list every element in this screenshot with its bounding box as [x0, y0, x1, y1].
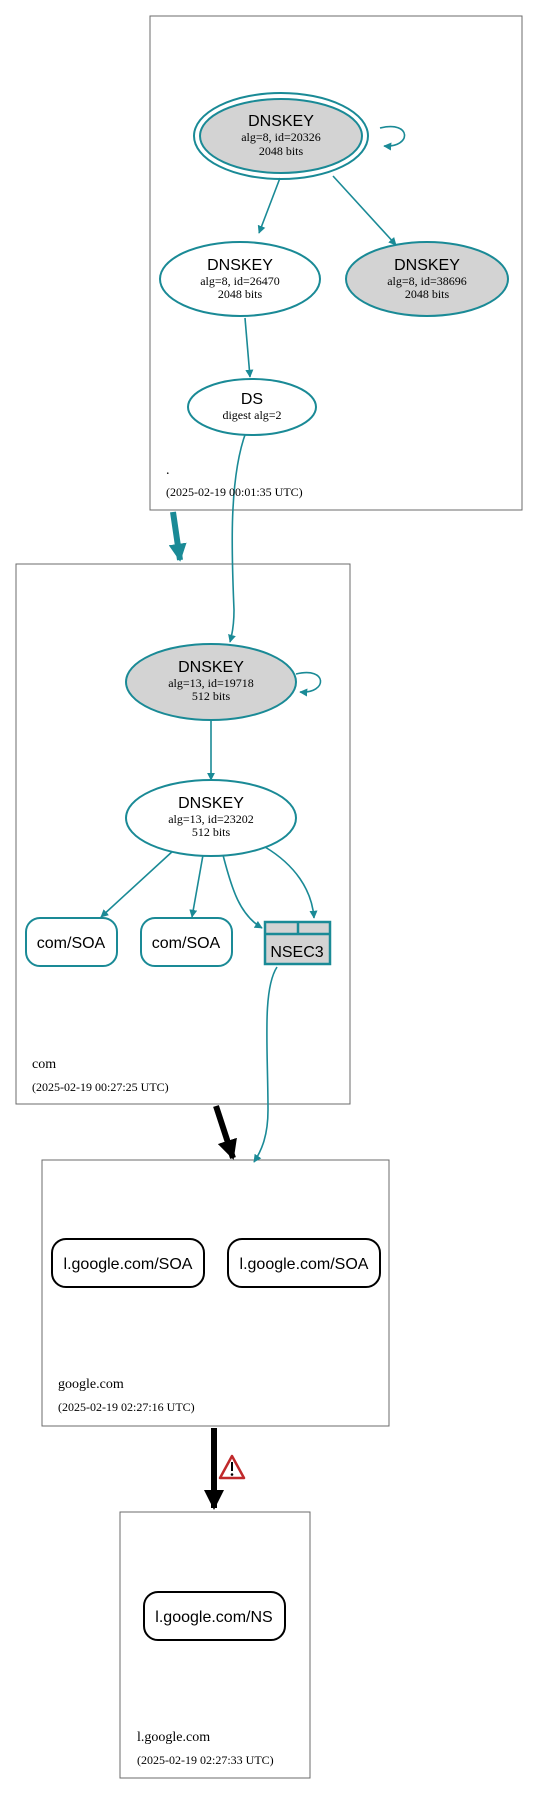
- zone-lgoogle-name: l.google.com: [137, 1730, 210, 1745]
- edge-ds-com-ksk: [228, 431, 247, 643]
- com-ksk-alg: alg=13, id=19718: [168, 676, 254, 690]
- zone-google-timestamp: (2025-02-19 02:27:16 UTC): [58, 1400, 195, 1414]
- edge-root-ksk-zsk1: [257, 177, 281, 234]
- root-zsk2-bits: 2048 bits: [405, 287, 450, 301]
- root-zsk2-alg: alg=8, id=38696: [387, 274, 467, 288]
- root-ds-type: DS: [241, 391, 263, 408]
- zone-google-name: google.com: [58, 1377, 124, 1392]
- root-zsk1-type: DNSKEY: [207, 257, 273, 274]
- zone-google-box: [41, 1159, 390, 1427]
- root-zsk2-type: DNSKEY: [394, 257, 460, 274]
- edge-com-ksk-self: [295, 671, 322, 697]
- warning-triangle-icon: [218, 1454, 246, 1480]
- edge-delegation-com-google: [213, 1105, 237, 1160]
- root-zsk1-alg: alg=8, id=26470: [200, 274, 280, 288]
- root-zsk1-node[interactable]: DNSKEY alg=8, id=26470 2048 bits: [159, 241, 321, 317]
- com-ksk-type: DNSKEY: [178, 659, 244, 676]
- edge-com-zsk-nsec3-b: [264, 846, 318, 919]
- root-ksk-bits: 2048 bits: [259, 144, 304, 158]
- com-soa1-node[interactable]: com/SOA: [25, 917, 118, 967]
- google-soa1-label: l.google.com/SOA: [64, 1256, 193, 1273]
- com-nsec3-label: NSEC3: [270, 944, 323, 961]
- root-ksk-node[interactable]: DNSKEY alg=8, id=20326 2048 bits: [193, 92, 369, 180]
- com-zsk-alg: alg=13, id=23202: [168, 812, 254, 826]
- edge-com-zsk-soa1: [100, 849, 175, 918]
- root-ds-node[interactable]: DS digest alg=2: [187, 378, 317, 436]
- zone-lgoogle-box: [119, 1511, 311, 1779]
- edge-root-ksk-zsk2: [332, 175, 397, 246]
- edge-com-zsk-nsec3-a: [222, 854, 263, 929]
- root-ksk-alg: alg=8, id=20326: [241, 130, 321, 144]
- zone-com-name: com: [32, 1057, 56, 1072]
- com-zsk-bits: 512 bits: [192, 825, 231, 839]
- com-zsk-node[interactable]: DNSKEY alg=13, id=23202 512 bits: [125, 779, 297, 857]
- com-ksk-bits: 512 bits: [192, 689, 231, 703]
- root-zsk2-node[interactable]: DNSKEY alg=8, id=38696 2048 bits: [345, 241, 509, 317]
- com-zsk-type: DNSKEY: [178, 795, 244, 812]
- com-soa2-label: com/SOA: [152, 935, 221, 952]
- google-soa1-node[interactable]: l.google.com/SOA: [51, 1238, 205, 1288]
- com-ksk-node[interactable]: DNSKEY alg=13, id=19718 512 bits: [125, 643, 297, 721]
- root-ds-digest: digest alg=2: [222, 408, 281, 422]
- com-nsec3-node[interactable]: NSEC3: [263, 920, 332, 966]
- com-soa2-node[interactable]: com/SOA: [140, 917, 233, 967]
- edge-root-ksk-self: [379, 125, 406, 151]
- edge-delegation-root-com: [168, 511, 187, 562]
- lgoogle-ns-label: l.google.com/NS: [155, 1609, 272, 1626]
- google-soa2-label: l.google.com/SOA: [240, 1256, 369, 1273]
- root-ksk-type: DNSKEY: [248, 113, 314, 130]
- zone-root-name: .: [166, 463, 170, 478]
- edge-root-zsk1-ds: [244, 317, 254, 378]
- zone-root-timestamp: (2025-02-19 00:01:35 UTC): [166, 485, 303, 499]
- edge-com-zsk-soa2: [189, 854, 204, 918]
- lgoogle-ns-node[interactable]: l.google.com/NS: [143, 1591, 286, 1641]
- zone-lgoogle-timestamp: (2025-02-19 02:27:33 UTC): [137, 1753, 274, 1767]
- google-soa2-node[interactable]: l.google.com/SOA: [227, 1238, 381, 1288]
- edge-nsec3-google: [253, 966, 278, 1163]
- zone-com-timestamp: (2025-02-19 00:27:25 UTC): [32, 1080, 169, 1094]
- com-soa1-label: com/SOA: [37, 935, 106, 952]
- root-zsk1-bits: 2048 bits: [218, 287, 263, 301]
